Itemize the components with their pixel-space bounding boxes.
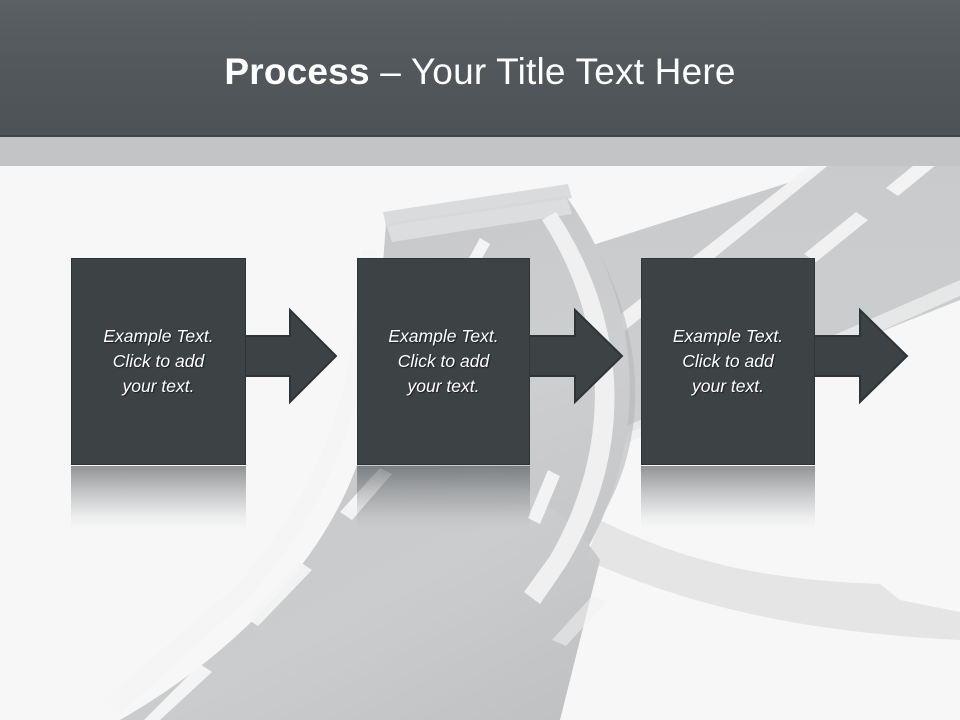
page-title-rest: Your Title Text Here: [410, 51, 736, 92]
page-title-separator: –: [369, 51, 411, 92]
header-divider-line: [0, 135, 960, 137]
process-arrow-icon-2[interactable]: [529, 307, 624, 405]
process-arrow-icon-1[interactable]: [245, 307, 338, 405]
process-step-box-2[interactable]: Example Text. Click to add your text.: [357, 258, 530, 465]
step-reflection-2: [357, 466, 530, 530]
process-step-box-1[interactable]: Example Text. Click to add your text.: [71, 258, 246, 465]
page-title-bold: Process: [224, 51, 370, 92]
header-bar: [0, 0, 960, 137]
process-step-text-2: Example Text. Click to add your text.: [388, 326, 499, 396]
header-accent-band: [0, 137, 960, 166]
page-title: Process – Your Title Text Here: [0, 49, 960, 95]
process-step-text-3: Example Text. Click to add your text.: [672, 326, 784, 396]
process-step-box-3[interactable]: Example Text. Click to add your text.: [641, 258, 815, 465]
process-arrow-icon-3[interactable]: [814, 307, 909, 405]
step-reflection-1: [71, 466, 246, 530]
process-step-text-1: Example Text. Click to add your text.: [103, 326, 214, 396]
step-reflection-3: [641, 466, 815, 530]
